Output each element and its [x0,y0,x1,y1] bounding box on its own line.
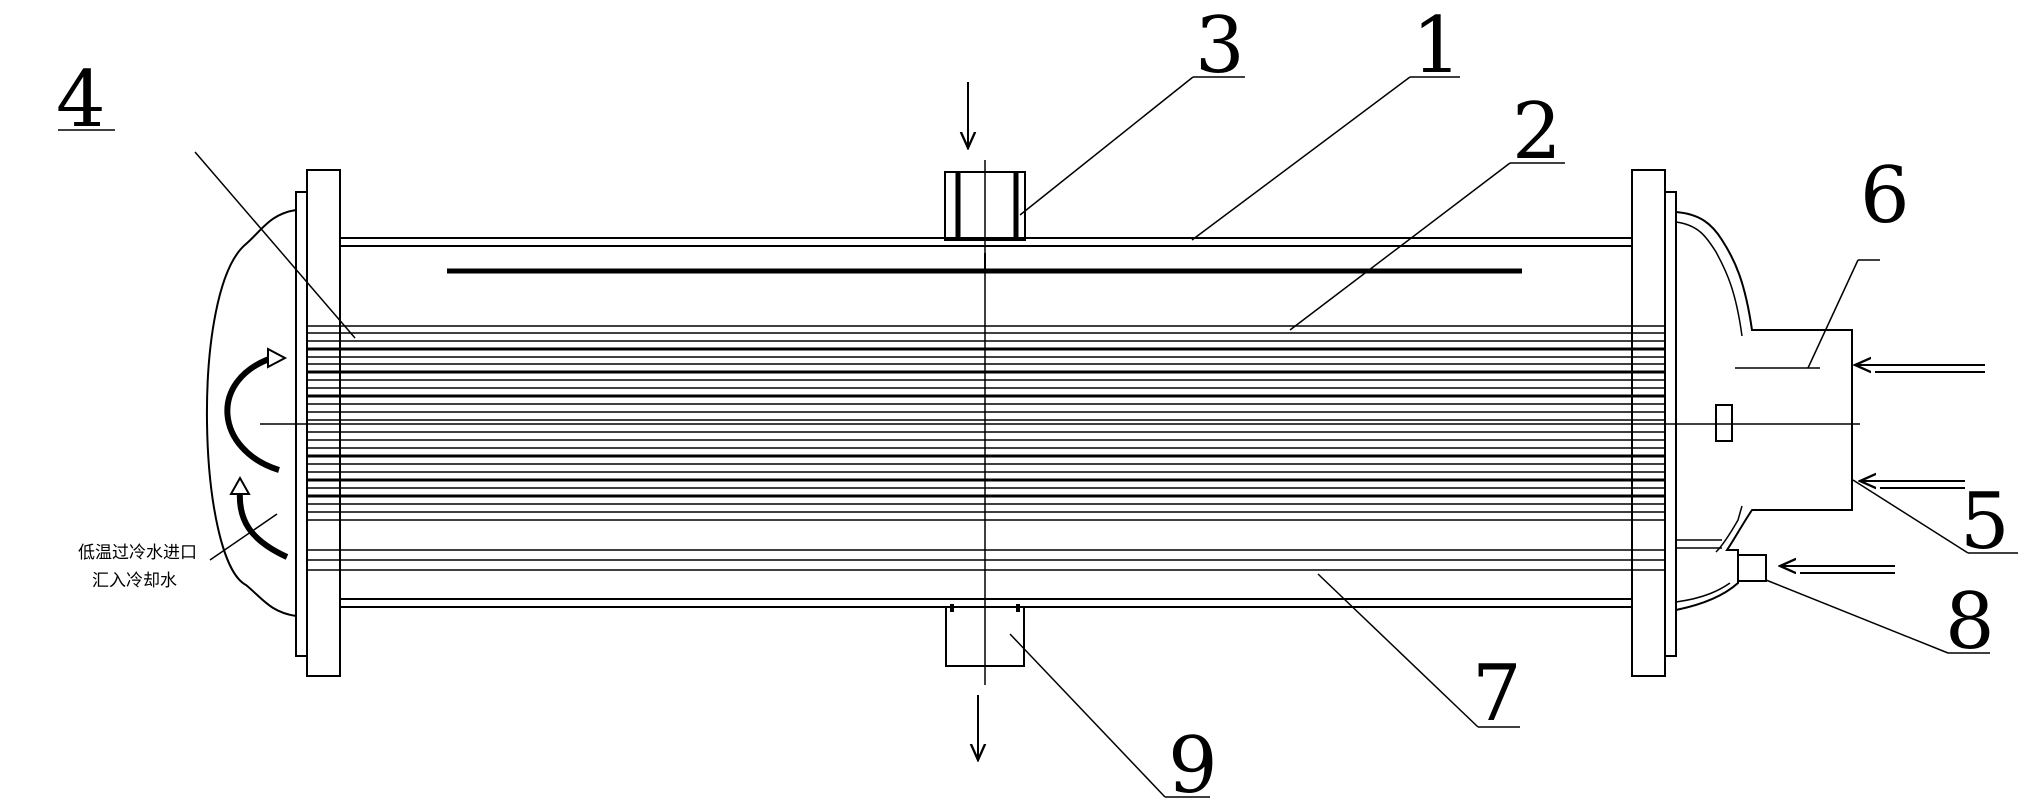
label-part-1: 1 [1412,1,1462,91]
tube-bundle [307,325,1665,571]
shell-body [340,237,1632,608]
label-part-3: 3 [1195,1,1245,91]
left-flange [295,169,341,677]
right-flange [1631,169,1677,677]
label-part-4: 4 [56,55,106,145]
inlet-note-line-1: 低温过冷水进口 [78,543,197,563]
inlet-note-line-2: 汇入冷却水 [92,571,177,591]
left-head [206,209,297,617]
label-part-5: 5 [1960,477,2010,567]
center-lines [260,160,1860,685]
right-head [1675,211,1853,611]
flow-arrows [968,82,1985,760]
label-part-7: 7 [1472,649,1522,739]
label-part-8: 8 [1945,577,1995,667]
leader-lines [58,76,2018,798]
label-part-2: 2 [1512,87,1562,177]
label-part-6: 6 [1860,151,1910,241]
left-head-flow-arrows [224,347,289,560]
label-part-9: 9 [1168,721,1218,799]
